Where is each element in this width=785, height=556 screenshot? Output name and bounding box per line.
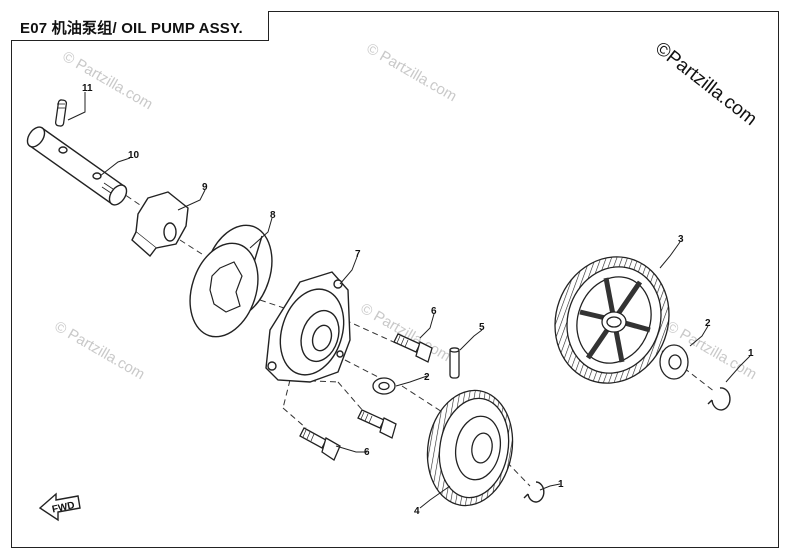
part-2-washer-right [659,344,689,380]
part-2-washer-middle [372,377,396,395]
callout-6-upper: 6 [431,306,437,317]
leader-lines [67,92,751,509]
callout-1-right: 1 [748,348,754,359]
part-8-outer-rotor [189,224,273,338]
callout-1-middle: 1 [558,479,564,490]
callout-2-right: 2 [705,318,711,329]
part-10-shaft [26,126,128,206]
callout-6-lower: 6 [364,447,370,458]
callout-9: 9 [202,182,208,193]
part-9-inner-rotor [131,191,189,258]
part-5-dowel-pin [449,347,460,379]
part-1-circlip-middle [523,481,545,503]
part-6-bolt-upper [393,333,433,363]
callout-4: 4 [414,506,420,517]
part-11-pin [54,99,68,127]
diagram-title: E07 机油泵组/ OIL PUMP ASSY. [20,20,243,37]
fwd-arrow-icon [38,492,81,522]
part-4-drive-gear [426,389,514,507]
part-7-pump-cover [265,271,351,383]
callout-5: 5 [479,322,485,333]
callout-8: 8 [270,210,276,221]
diagram-frame [11,11,779,548]
callout-3: 3 [678,234,684,245]
part-1-circlip-right [707,387,731,411]
callout-2-middle: 2 [424,372,430,383]
callout-11: 11 [82,83,93,94]
fwd-label: FWD [51,500,76,515]
callout-10: 10 [128,150,140,161]
title-box [11,11,269,41]
part-3-driven-gear [554,256,670,384]
callout-7: 7 [355,249,361,260]
part-6-bolt-middle [357,409,397,439]
part-6-bolt-lower [299,427,341,461]
